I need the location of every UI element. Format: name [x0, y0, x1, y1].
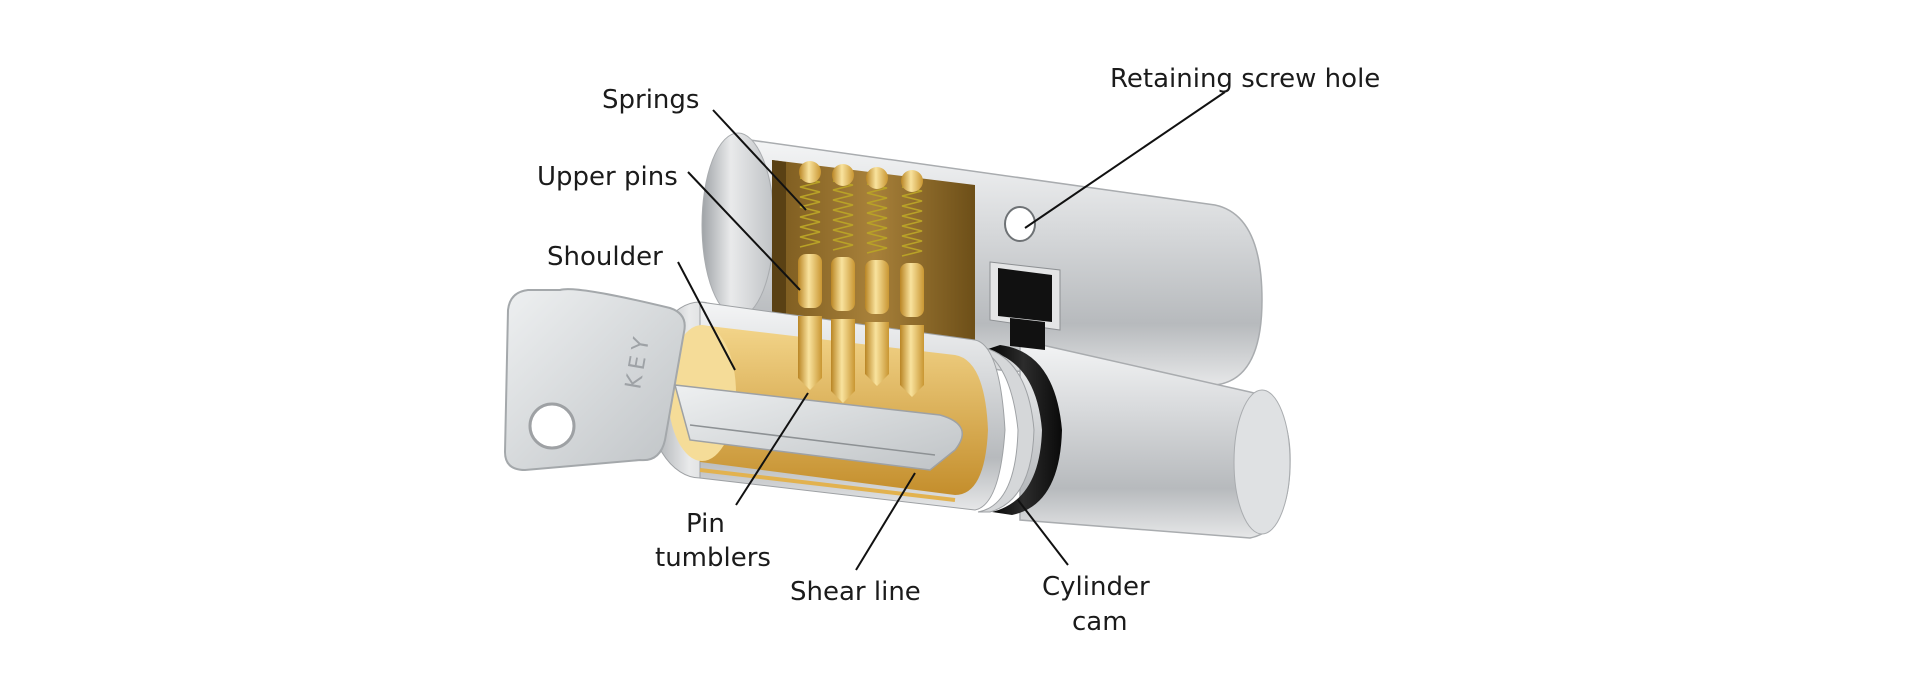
housing-lower [1019, 339, 1291, 539]
cam-slot [989, 261, 1061, 350]
housing-cutaway [772, 160, 975, 340]
label-pin-tumblers-1: Pin [686, 509, 725, 539]
label-cylinder-cam-1: Cylinder [1042, 572, 1150, 602]
label-shoulder: Shoulder [547, 242, 663, 272]
label-retaining-screw-hole: Retaining screw hole [1110, 64, 1380, 94]
label-shear-line: Shear line [790, 577, 921, 607]
spring [799, 177, 821, 248]
pin-tumbler [900, 325, 924, 397]
leader-upper-pins [687, 171, 801, 291]
springs [799, 161, 923, 257]
leader-lines [677, 91, 1226, 571]
label-pin-tumblers-2: tumblers [655, 543, 771, 573]
leader-shoulder [677, 261, 736, 371]
spring-cap [799, 161, 821, 183]
pins [798, 254, 924, 403]
leader-retaining-screw-hole [1024, 91, 1226, 229]
label-upper-pins: Upper pins [537, 162, 678, 192]
label-springs: Springs [602, 85, 699, 115]
spring [901, 186, 923, 257]
spring-cap [866, 167, 888, 189]
labels: Springs Upper pins Shoulder Retaining sc… [537, 64, 1380, 637]
spring-cap [832, 164, 854, 186]
leader-springs [712, 109, 807, 211]
upper-pin [831, 257, 855, 311]
leader-pin-tumblers [735, 392, 809, 506]
shear-line [699, 468, 956, 502]
upper-pin [865, 260, 889, 314]
upper-pin [798, 254, 822, 308]
spring-cap [901, 170, 923, 192]
pin-tumbler [798, 316, 822, 390]
retaining-screw-hole [1004, 206, 1036, 242]
key-ring-hole [528, 402, 576, 450]
leader-shear-line [855, 472, 916, 571]
spring [866, 183, 888, 254]
key: KEY [503, 288, 964, 472]
cylinder-cam [967, 344, 1062, 515]
spring [832, 180, 854, 251]
label-cylinder-cam-2: cam [1072, 607, 1128, 637]
upper-pin [900, 263, 924, 317]
pin-tumbler [831, 319, 855, 403]
pin-tumbler [865, 322, 889, 386]
leader-cylinder-cam [1017, 499, 1069, 566]
